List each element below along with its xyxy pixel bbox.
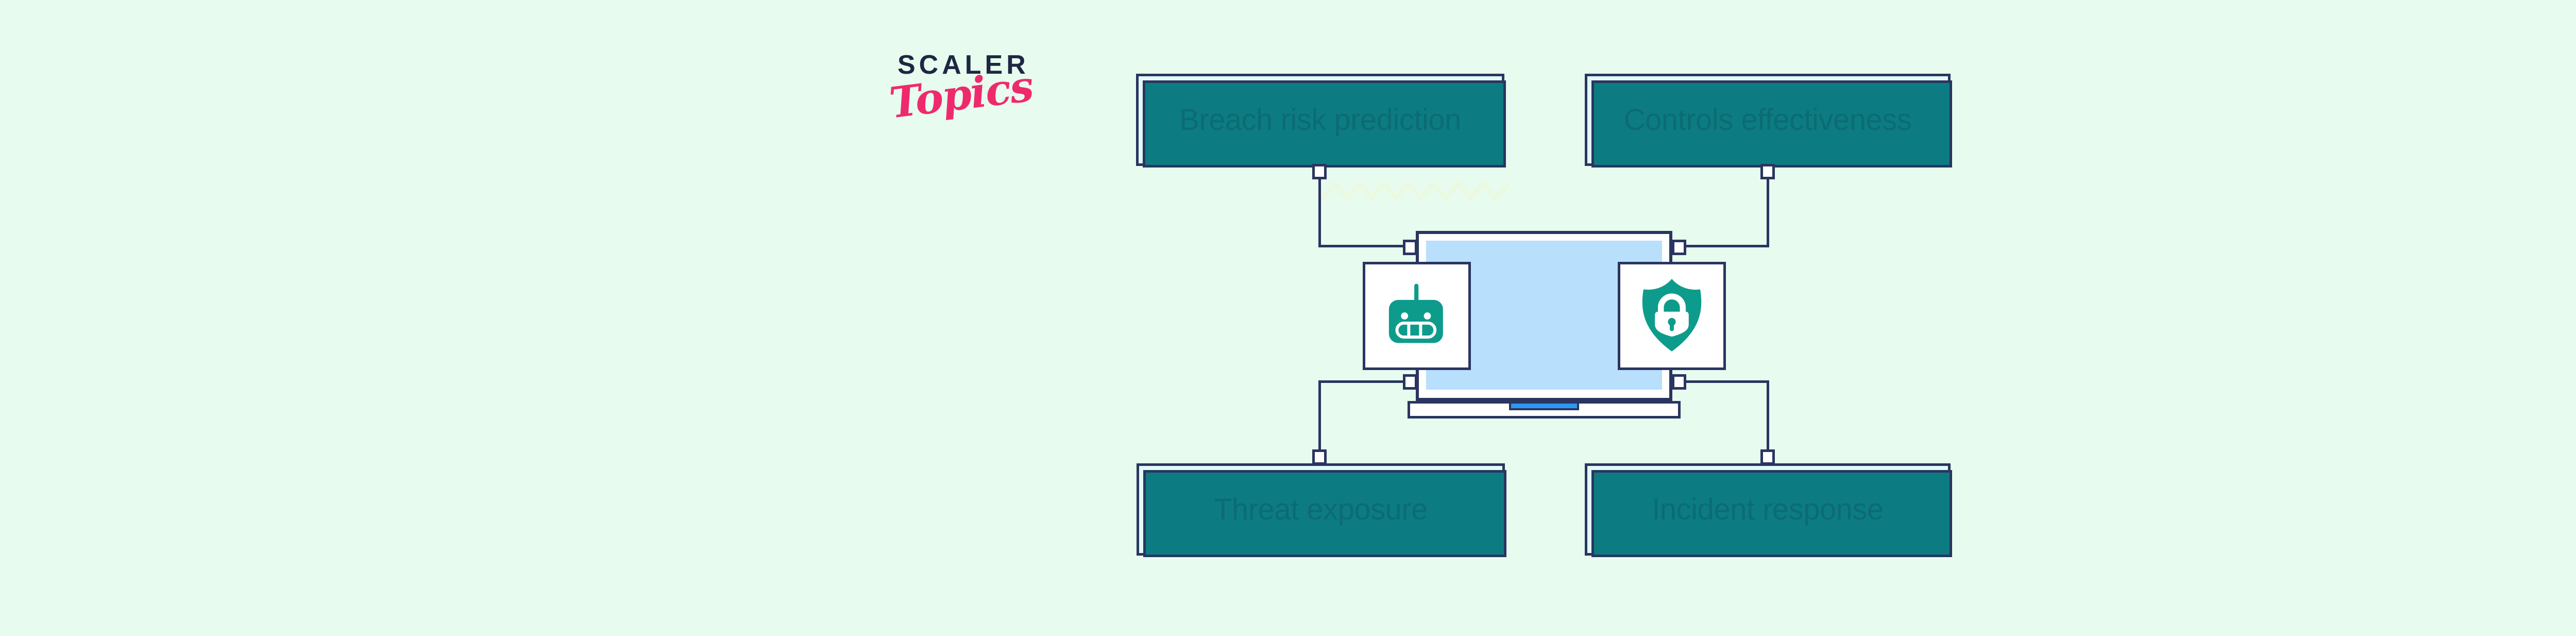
background-squiggle-decoration — [1320, 181, 1510, 200]
connector-anchor — [1403, 240, 1417, 255]
connector-top-right-vertical — [1767, 165, 1769, 247]
node-incident-response: Incident response — [1585, 463, 1952, 557]
connector-anchor — [1760, 449, 1775, 465]
connector-bottom-right-vertical — [1767, 381, 1769, 464]
connector-bottom-left-vertical — [1318, 381, 1321, 464]
connector-anchor — [1672, 240, 1686, 255]
node-label: Breach risk prediction — [1179, 103, 1461, 137]
ai-robot-panel — [1363, 262, 1471, 370]
logo-brand-text: SCALER — [897, 50, 1029, 80]
shield-lock-icon — [1642, 278, 1702, 352]
connector-top-right-horizontal — [1681, 245, 1769, 247]
connector-anchor — [1312, 164, 1327, 179]
node-controls-effectiveness: Controls effectiveness — [1585, 74, 1952, 168]
connector-anchor — [1672, 374, 1686, 390]
node-threat-exposure: Threat exposure — [1137, 463, 1506, 557]
node-label: Incident response — [1652, 493, 1884, 526]
connector-top-left-vertical — [1318, 165, 1321, 247]
scaler-topics-logo: SCALER Topics — [887, 49, 1036, 137]
connector-top-left-horizontal — [1318, 245, 1407, 247]
robot-icon — [1388, 283, 1443, 343]
laptop-trackpad — [1509, 401, 1579, 410]
security-shield-panel — [1618, 262, 1726, 370]
connector-anchor — [1312, 449, 1327, 465]
node-label: Controls effectiveness — [1623, 103, 1912, 137]
node-breach-risk-prediction: Breach risk prediction — [1136, 74, 1506, 168]
connector-anchor — [1760, 164, 1775, 179]
connector-anchor — [1403, 374, 1417, 390]
connector-bottom-right-horizontal — [1681, 380, 1769, 383]
connector-bottom-left-horizontal — [1318, 380, 1407, 383]
node-label: Threat exposure — [1214, 493, 1428, 526]
